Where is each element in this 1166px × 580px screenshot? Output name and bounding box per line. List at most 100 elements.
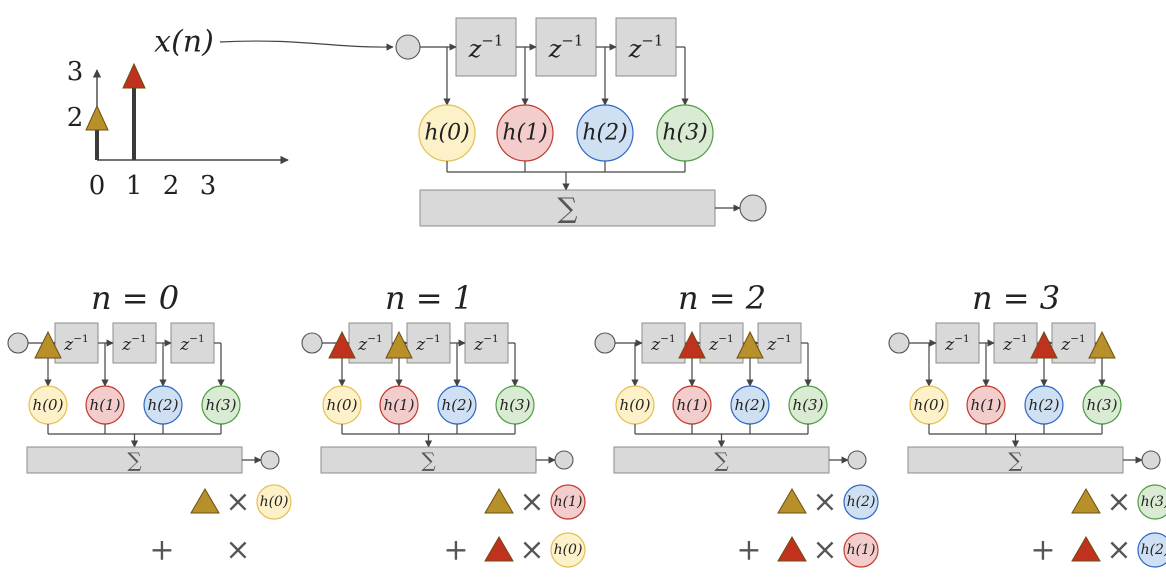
tap-circle — [843, 532, 879, 568]
delay-label: z−1 — [179, 333, 205, 355]
tap-circle — [843, 484, 879, 520]
delay-label: z−1 — [628, 32, 664, 63]
sum-symbol: ∑ — [1008, 448, 1023, 472]
tap-label: h(2) — [1141, 542, 1166, 558]
sum-symbol: ∑ — [421, 448, 436, 472]
summation-block — [320, 446, 537, 474]
output-node — [260, 450, 280, 470]
delay-label: z−1 — [468, 32, 504, 63]
tap-coefficient-3: h(3) — [1082, 385, 1122, 425]
times-operator: × — [519, 533, 544, 568]
tap-coefficient-1: h(1) — [966, 385, 1006, 425]
tap-coefficient-2: h(2) — [1024, 385, 1064, 425]
term-marker — [484, 536, 514, 562]
output-node — [554, 450, 574, 470]
output-node — [739, 194, 767, 222]
tap-label: h(2) — [1029, 396, 1060, 414]
tap-coefficient-2: h(2) — [576, 104, 634, 162]
x-tick-label: 1 — [126, 171, 143, 201]
summation-block — [26, 446, 243, 474]
y-tick-label: 2 — [67, 103, 84, 133]
tap-label: h(3) — [1141, 494, 1166, 510]
delay-block — [699, 322, 744, 364]
term-marker — [190, 488, 220, 514]
tap-circle — [1137, 532, 1166, 568]
sample-marker — [328, 330, 356, 359]
tap-label: h(1) — [90, 396, 121, 414]
times-operator: × — [812, 485, 837, 520]
times-operator: × — [1106, 533, 1131, 568]
delay-label: z−1 — [650, 333, 676, 355]
times-operator: × — [225, 485, 250, 520]
tap-label: h(1) — [384, 396, 415, 414]
tap-coefficient-0: h(0) — [322, 385, 362, 425]
sample-marker — [1030, 330, 1058, 359]
times-operator: × — [1106, 485, 1131, 520]
sample-marker — [385, 330, 413, 359]
sample-marker — [85, 104, 109, 131]
sum-symbol: ∑ — [558, 192, 578, 225]
times-operator: × — [812, 533, 837, 568]
times-operator: × — [519, 485, 544, 520]
tap-label: h(0) — [914, 396, 945, 414]
tap-label: h(0) — [620, 396, 651, 414]
delay-block — [935, 322, 980, 364]
tap-label: h(0) — [424, 121, 469, 146]
tap-label: h(3) — [500, 396, 531, 414]
term-marker — [1071, 488, 1101, 514]
tap-coefficient-2: h(2) — [437, 385, 477, 425]
tap-coefficient-2: h(2) — [730, 385, 770, 425]
tap-coefficient-3: h(3) — [788, 385, 828, 425]
input-connector — [219, 40, 394, 51]
tap-coefficient-1: h(1) — [843, 532, 879, 568]
tap-label: h(2) — [148, 396, 179, 414]
tap-label: h(2) — [847, 494, 876, 510]
output-node — [847, 450, 867, 470]
summation-block — [613, 446, 830, 474]
delay-label: z−1 — [63, 333, 89, 355]
tap-label: h(2) — [442, 396, 473, 414]
delay-label: z−1 — [415, 333, 441, 355]
delay-block — [455, 17, 517, 77]
tap-coefficient-2: h(2) — [1137, 532, 1166, 568]
step-title: n = 0 — [91, 279, 179, 317]
sum-symbol: ∑ — [127, 448, 142, 472]
tap-coefficient-0: h(0) — [28, 385, 68, 425]
delay-label: z−1 — [766, 333, 792, 355]
delay-label: z−1 — [121, 333, 147, 355]
input-signal-label: x(n) — [154, 25, 214, 60]
input-node — [888, 332, 910, 354]
tap-label: h(2) — [582, 121, 627, 146]
tap-label: h(1) — [677, 396, 708, 414]
input-node — [7, 332, 29, 354]
sum-symbol: ∑ — [714, 448, 729, 472]
term-marker — [484, 488, 514, 514]
tap-coefficient-1: h(1) — [85, 385, 125, 425]
tap-label: h(1) — [502, 121, 547, 146]
sample-marker — [736, 330, 764, 359]
x-tick-label: 0 — [89, 171, 106, 201]
delay-block — [993, 322, 1038, 364]
tap-label: h(1) — [554, 494, 583, 510]
delay-label: z−1 — [1002, 333, 1028, 355]
tap-coefficient-3: h(3) — [656, 104, 714, 162]
sample-marker — [34, 330, 62, 359]
tap-label: h(0) — [327, 396, 358, 414]
delay-label: z−1 — [944, 333, 970, 355]
x-tick-label: 3 — [200, 171, 217, 201]
tap-coefficient-0: h(0) — [615, 385, 655, 425]
tap-coefficient-3: h(3) — [201, 385, 241, 425]
tap-coefficient-0: h(0) — [909, 385, 949, 425]
delay-label: z−1 — [1060, 333, 1086, 355]
tap-label: h(1) — [971, 396, 1002, 414]
tap-label: h(1) — [847, 542, 876, 558]
tap-coefficient-3: h(3) — [1137, 484, 1166, 520]
tap-circle — [550, 484, 586, 520]
plus-operator: + — [149, 533, 174, 568]
tap-coefficient-1: h(1) — [672, 385, 712, 425]
